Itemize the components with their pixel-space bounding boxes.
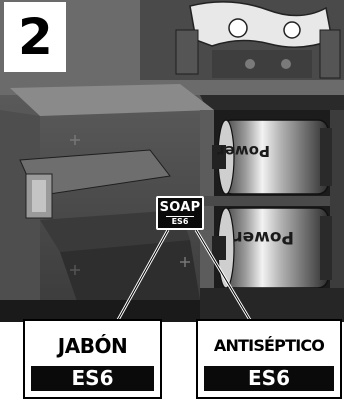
can-bottom-text: Power [234, 227, 294, 247]
callout-jabon: JABÓN ES6 [23, 319, 162, 399]
can-top-text: Power [217, 142, 270, 160]
callout-antiseptico: ANTISÉPTICO ES6 [196, 319, 342, 399]
step-number: 2 [4, 2, 66, 72]
callout-antiseptico-title: ANTISÉPTICO [198, 321, 340, 365]
cartridge-can-top: Power [212, 120, 332, 194]
soap-label: SOAP ES6 [156, 196, 204, 230]
callout-antiseptico-code: ES6 [204, 366, 334, 391]
cartridge-can-bottom: Power [212, 208, 332, 288]
callout-jabon-code: ES6 [31, 366, 154, 391]
soap-label-text: SOAP [158, 200, 202, 215]
callout-jabon-title: JABÓN [25, 321, 160, 365]
soap-label-code: ES6 [166, 216, 194, 227]
